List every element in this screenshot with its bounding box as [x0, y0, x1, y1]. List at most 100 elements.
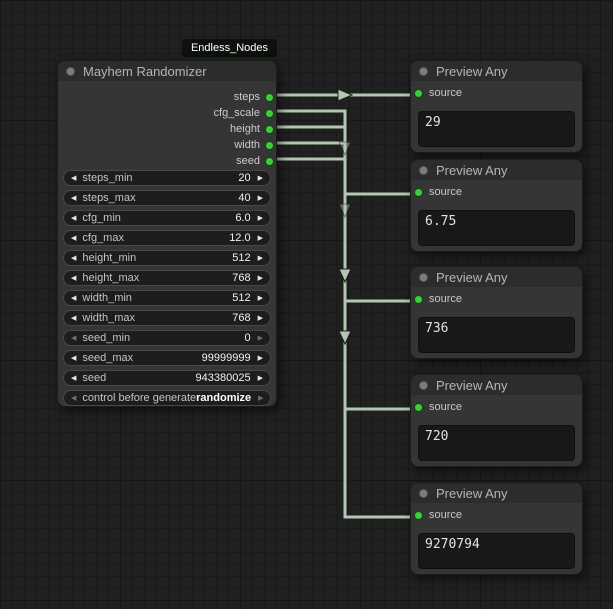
node-title: Preview Any — [436, 63, 508, 79]
widget-label: height_max — [82, 272, 140, 284]
node-title-bar[interactable]: Preview Any — [411, 160, 582, 180]
output-slots: steps cfg_scale height width seed — [58, 89, 276, 169]
increment-arrow-icon[interactable]: ▶ — [257, 294, 263, 302]
decrement-arrow-icon[interactable]: ◀ — [71, 354, 77, 362]
input-port-source[interactable] — [414, 88, 423, 98]
node-preview-any-4[interactable]: Preview Any source 720 — [410, 374, 583, 467]
input-port-source[interactable] — [414, 294, 423, 304]
widget-height-max[interactable]: ◀ height_max 768 ▶ — [63, 270, 271, 286]
output-port-cfg-scale[interactable] — [265, 108, 274, 118]
increment-arrow-icon[interactable]: ▶ — [257, 194, 263, 202]
collapse-dot-icon[interactable] — [419, 272, 428, 282]
preview-text-area[interactable]: 720 — [418, 425, 575, 461]
widget-value[interactable]: 12.0 — [229, 232, 251, 244]
widget-control-before-generate[interactable]: ◀ control before generate randomize ▶ — [63, 390, 271, 406]
widget-value[interactable]: 768 — [232, 312, 251, 324]
output-port-width[interactable] — [265, 140, 274, 150]
decrement-arrow-icon[interactable]: ◀ — [71, 194, 77, 202]
widget-height-min[interactable]: ◀ height_min 512 ▶ — [63, 250, 271, 266]
increment-arrow-icon[interactable]: ▶ — [257, 274, 263, 282]
widget-value[interactable]: 40 — [238, 192, 251, 204]
increment-arrow-icon[interactable]: ▶ — [257, 214, 263, 222]
widget-value[interactable]: 0 — [244, 332, 251, 344]
node-title-bar[interactable]: Mayhem Randomizer — [58, 61, 276, 81]
node-title: Preview Any — [436, 377, 508, 393]
preview-text-area[interactable]: 29 — [418, 111, 575, 147]
widget-seed-min[interactable]: ◀ seed_min 0 ▶ — [63, 330, 271, 346]
decrement-arrow-icon[interactable]: ◀ — [71, 294, 77, 302]
node-preview-any-5[interactable]: Preview Any source 9270794 — [410, 482, 583, 575]
preview-text-area[interactable]: 6.75 — [418, 210, 575, 246]
widget-cfg-min[interactable]: ◀ cfg_min 6.0 ▶ — [63, 210, 271, 226]
node-title-bar[interactable]: Preview Any — [411, 375, 582, 395]
widget-label: steps_max — [82, 192, 136, 204]
decrement-arrow-icon[interactable]: ◀ — [71, 374, 77, 382]
widget-width-max[interactable]: ◀ width_max 768 ▶ — [63, 310, 271, 326]
widget-seed-max[interactable]: ◀ seed_max 99999999 ▶ — [63, 350, 271, 366]
node-preview-any-2[interactable]: Preview Any source 6.75 — [410, 159, 583, 252]
preview-text-area[interactable]: 9270794 — [418, 533, 575, 569]
widget-label: cfg_min — [82, 212, 121, 224]
node-title-bar[interactable]: Preview Any — [411, 61, 582, 81]
wire-direction-arrow — [337, 88, 354, 102]
decrement-arrow-icon[interactable]: ◀ — [71, 394, 77, 402]
preview-text-area[interactable]: 736 — [418, 317, 575, 353]
widget-value[interactable]: 6.0 — [235, 212, 251, 224]
widget-value[interactable]: randomize — [196, 392, 252, 404]
increment-arrow-icon[interactable]: ▶ — [257, 234, 263, 242]
increment-arrow-icon[interactable]: ▶ — [258, 394, 264, 402]
widget-value[interactable]: 768 — [232, 272, 251, 284]
output-row-width: width — [58, 137, 276, 153]
increment-arrow-icon[interactable]: ▶ — [257, 314, 263, 322]
node-preview-any-3[interactable]: Preview Any source 736 — [410, 266, 583, 359]
decrement-arrow-icon[interactable]: ◀ — [71, 214, 77, 222]
node-preview-any-1[interactable]: Preview Any source 29 — [410, 60, 583, 153]
widget-width-min[interactable]: ◀ width_min 512 ▶ — [63, 290, 271, 306]
node-title-bar[interactable]: Preview Any — [411, 267, 582, 287]
increment-arrow-icon[interactable]: ▶ — [257, 254, 263, 262]
output-port-seed[interactable] — [265, 156, 274, 166]
widget-label: seed_max — [82, 352, 134, 364]
output-label: steps — [233, 91, 260, 103]
decrement-arrow-icon[interactable]: ◀ — [71, 334, 77, 342]
increment-arrow-icon[interactable]: ▶ — [257, 334, 263, 342]
increment-arrow-icon[interactable]: ▶ — [257, 354, 263, 362]
widget-value[interactable]: 512 — [232, 292, 251, 304]
increment-arrow-icon[interactable]: ▶ — [257, 174, 263, 182]
decrement-arrow-icon[interactable]: ◀ — [71, 174, 77, 182]
collapse-dot-icon[interactable] — [419, 488, 428, 498]
input-port-source[interactable] — [414, 187, 423, 197]
output-port-steps[interactable] — [265, 92, 274, 102]
widget-steps-max[interactable]: ◀ steps_max 40 ▶ — [63, 190, 271, 206]
output-label: seed — [236, 155, 260, 167]
widget-label: width_max — [82, 312, 135, 324]
decrement-arrow-icon[interactable]: ◀ — [71, 234, 77, 242]
widget-value[interactable]: 943380025 — [195, 372, 251, 384]
node-title-bar[interactable]: Preview Any — [411, 483, 582, 503]
widget-value[interactable]: 512 — [232, 252, 251, 264]
decrement-arrow-icon[interactable]: ◀ — [71, 314, 77, 322]
input-label: source — [429, 293, 463, 305]
node-title: Preview Any — [436, 269, 508, 285]
collapse-dot-icon[interactable] — [419, 165, 428, 175]
input-row-source: source — [411, 509, 582, 521]
collapse-dot-icon[interactable] — [419, 66, 428, 76]
output-port-height[interactable] — [265, 124, 274, 134]
collapse-dot-icon[interactable] — [66, 66, 75, 76]
widget-value[interactable]: 99999999 — [201, 352, 251, 364]
widget-steps-min[interactable]: ◀ steps_min 20 ▶ — [63, 170, 271, 186]
collapse-dot-icon[interactable] — [419, 380, 428, 390]
decrement-arrow-icon[interactable]: ◀ — [71, 254, 77, 262]
widget-label: cfg_max — [82, 232, 124, 244]
wire-direction-arrow — [338, 268, 352, 284]
node-category-badge: Endless_Nodes — [181, 39, 277, 57]
input-port-source[interactable] — [414, 510, 423, 520]
widget-cfg-max[interactable]: ◀ cfg_max 12.0 ▶ — [63, 230, 271, 246]
input-port-source[interactable] — [414, 402, 423, 412]
decrement-arrow-icon[interactable]: ◀ — [71, 274, 77, 282]
node-mayhem-randomizer[interactable]: Mayhem Randomizer steps cfg_scale height… — [57, 60, 277, 407]
increment-arrow-icon[interactable]: ▶ — [257, 374, 263, 382]
widget-seed[interactable]: ◀ seed 943380025 ▶ — [63, 370, 271, 386]
widget-value[interactable]: 20 — [238, 172, 251, 184]
